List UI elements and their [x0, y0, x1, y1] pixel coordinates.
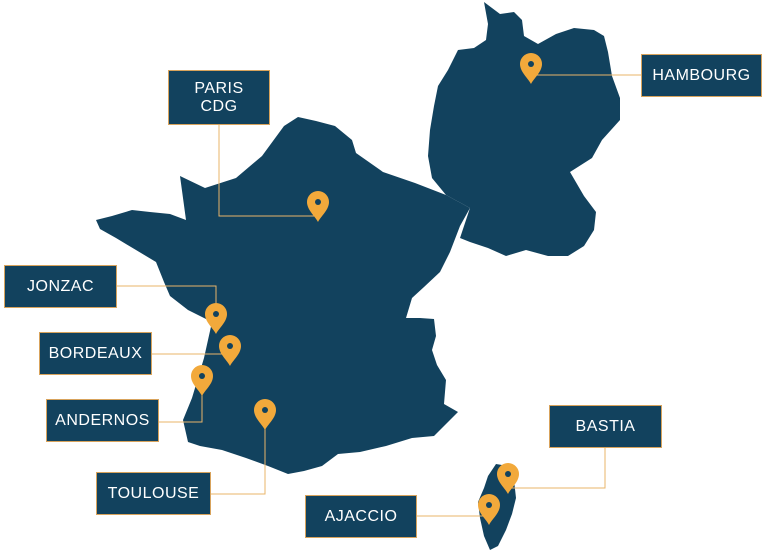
location-label-paris[interactable]: PARIS CDG [168, 70, 270, 125]
map-pin-icon[interactable] [191, 365, 213, 396]
map-pin-icon[interactable] [478, 494, 500, 525]
location-label-ajaccio[interactable]: AJACCIO [305, 495, 417, 538]
map-pin-icon[interactable] [219, 335, 241, 366]
map-pin-icon[interactable] [205, 303, 227, 334]
location-label-bordeaux[interactable]: BORDEAUX [39, 332, 152, 375]
location-label-hambourg[interactable]: HAMBOURG [641, 54, 762, 97]
location-label-andernos[interactable]: ANDERNOS [46, 399, 159, 442]
leader-line-paris [218, 125, 318, 217]
map-pin-icon[interactable] [520, 53, 542, 84]
location-label-toulouse[interactable]: TOULOUSE [96, 472, 211, 515]
germany-shape [428, 2, 620, 256]
leader-line-toulouse [211, 416, 266, 495]
map-pin-icon[interactable] [307, 191, 329, 222]
location-label-jonzac[interactable]: JONZAC [4, 265, 117, 308]
france-shape [96, 117, 470, 474]
map-pin-icon[interactable] [254, 399, 276, 430]
location-label-bastia[interactable]: BASTIA [549, 405, 662, 448]
map-pin-icon[interactable] [497, 463, 519, 494]
leader-line-bastia [508, 448, 606, 489]
